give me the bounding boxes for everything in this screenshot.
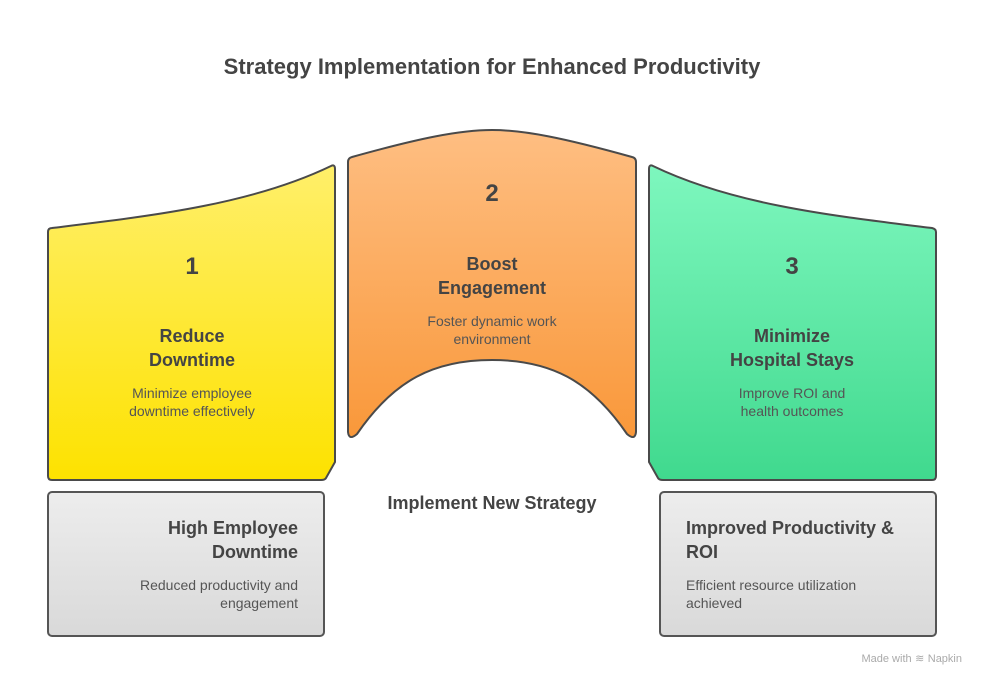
step-3-desc-line2: health outcomes — [740, 403, 844, 419]
start-description: Reduced productivity and engagement — [60, 576, 298, 612]
step-2-number: 2 — [485, 180, 499, 207]
step-1-description: Minimize employee downtime effectively — [72, 384, 312, 420]
step-1-number: 1 — [185, 253, 199, 280]
end-title-line2: ROI — [686, 542, 719, 562]
page-title: Strategy Implementation for Enhanced Pro… — [223, 54, 761, 79]
step-2-title-line2: Engagement — [437, 278, 547, 298]
step-1-desc-line1: Minimize employee — [132, 385, 252, 401]
step-1-title-line2: Downtime — [148, 350, 235, 370]
end-desc-line1: Efficient resource utilization — [686, 577, 857, 593]
napkin-brand-text: Napkin — [927, 653, 962, 665]
step-2-description: Foster dynamic work environment — [372, 312, 612, 348]
napkin-attribution[interactable]: Made with ≋ Napkin — [861, 652, 962, 665]
step-3-number: 3 — [785, 253, 799, 280]
step-1-shape — [47, 164, 336, 481]
end-box — [659, 491, 937, 637]
end-title: Improved Productivity & ROI — [686, 516, 926, 564]
step-1-desc-line2: downtime effectively — [129, 403, 255, 419]
end-title-line1: Improved Productivity & — [686, 518, 895, 538]
step-2-desc-line2: environment — [453, 331, 531, 347]
step-3-shape — [648, 164, 937, 481]
start-title-line2: Downtime — [211, 542, 298, 562]
end-desc-line2: achieved — [686, 595, 743, 611]
end-description: Efficient resource utilization achieved — [686, 576, 926, 612]
step-1-title-line1: Reduce — [159, 326, 225, 346]
step-2-desc-line1: Foster dynamic work — [427, 313, 557, 329]
napkin-logo-icon: ≋ — [915, 653, 925, 665]
step-3-title-line2: Hospital Stays — [729, 350, 855, 370]
step-2-shape — [347, 128, 637, 438]
center-label: Implement New Strategy — [387, 493, 597, 513]
made-with-text: Made with — [861, 653, 912, 665]
step-2-title-line1: Boost — [466, 254, 518, 274]
step-3-description: Improve ROI and health outcomes — [672, 384, 912, 420]
start-desc-line2: engagement — [220, 595, 298, 611]
start-desc-line1: Reduced productivity and — [140, 577, 298, 593]
start-title-line1: High Employee — [167, 518, 298, 538]
step-3-desc-line1: Improve ROI and — [738, 385, 846, 401]
step-3-title-line1: Minimize — [753, 326, 830, 346]
start-box — [47, 491, 325, 637]
